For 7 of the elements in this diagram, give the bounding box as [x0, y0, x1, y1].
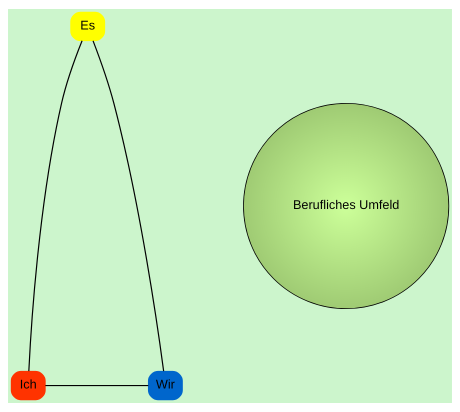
- connector: [45, 384, 148, 386]
- connector: [28, 40, 83, 372]
- node-box: Wir: [148, 370, 183, 400]
- node-box: Es: [70, 12, 106, 42]
- node-circle: Berufliches Umfeld: [243, 102, 450, 310]
- node-box: Ich: [10, 370, 46, 400]
- connector: [92, 40, 164, 372]
